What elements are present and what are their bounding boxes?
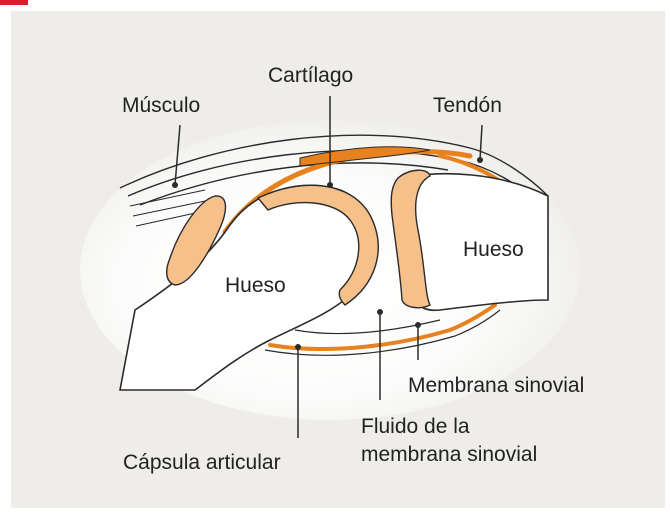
label-fluido-line2: membrana sinovial bbox=[361, 441, 537, 468]
label-cartilago: Cartílago bbox=[268, 62, 353, 89]
label-membrana-sinovial: Membrana sinovial bbox=[408, 372, 584, 399]
label-hueso-left: Hueso bbox=[225, 272, 286, 299]
label-hueso-right: Hueso bbox=[463, 236, 524, 263]
label-capsula-articular: Cápsula articular bbox=[123, 449, 281, 476]
label-musculo: Músculo bbox=[122, 92, 200, 119]
label-fluido-line1: Fluido de la bbox=[361, 413, 470, 440]
label-tendon: Tendón bbox=[433, 92, 502, 119]
